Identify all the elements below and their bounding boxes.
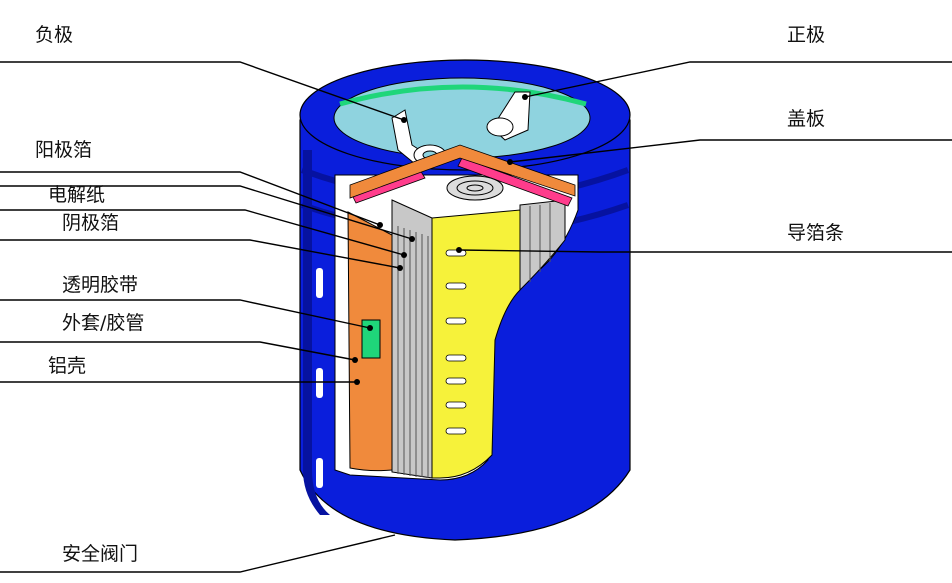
top-cover [333,77,591,169]
label-transparent-tape: 透明胶带 [62,274,139,296]
spiral-rivet [446,175,504,201]
label-positive-terminal: 正极 [787,24,826,46]
label-negative-terminal: 负极 [35,24,74,46]
label-safety-vent: 安全阀门 [62,543,139,565]
label-cathode-foil: 阴极箔 [62,212,120,234]
lead-strip [431,209,521,479]
label-anode-foil: 阳极箔 [35,139,93,161]
label-lead-strip: 导箔条 [787,222,845,244]
label-electrolytic-paper: 电解纸 [48,184,106,206]
label-aluminum-case: 铝壳 [48,355,87,377]
leader-lines [0,61,952,573]
label-cover-plate: 盖板 [787,108,826,130]
vent-slits [316,268,323,488]
transparent-tape [361,319,381,359]
label-sleeve-tube: 外套/胶管 [62,312,145,334]
seal-right [457,157,573,207]
